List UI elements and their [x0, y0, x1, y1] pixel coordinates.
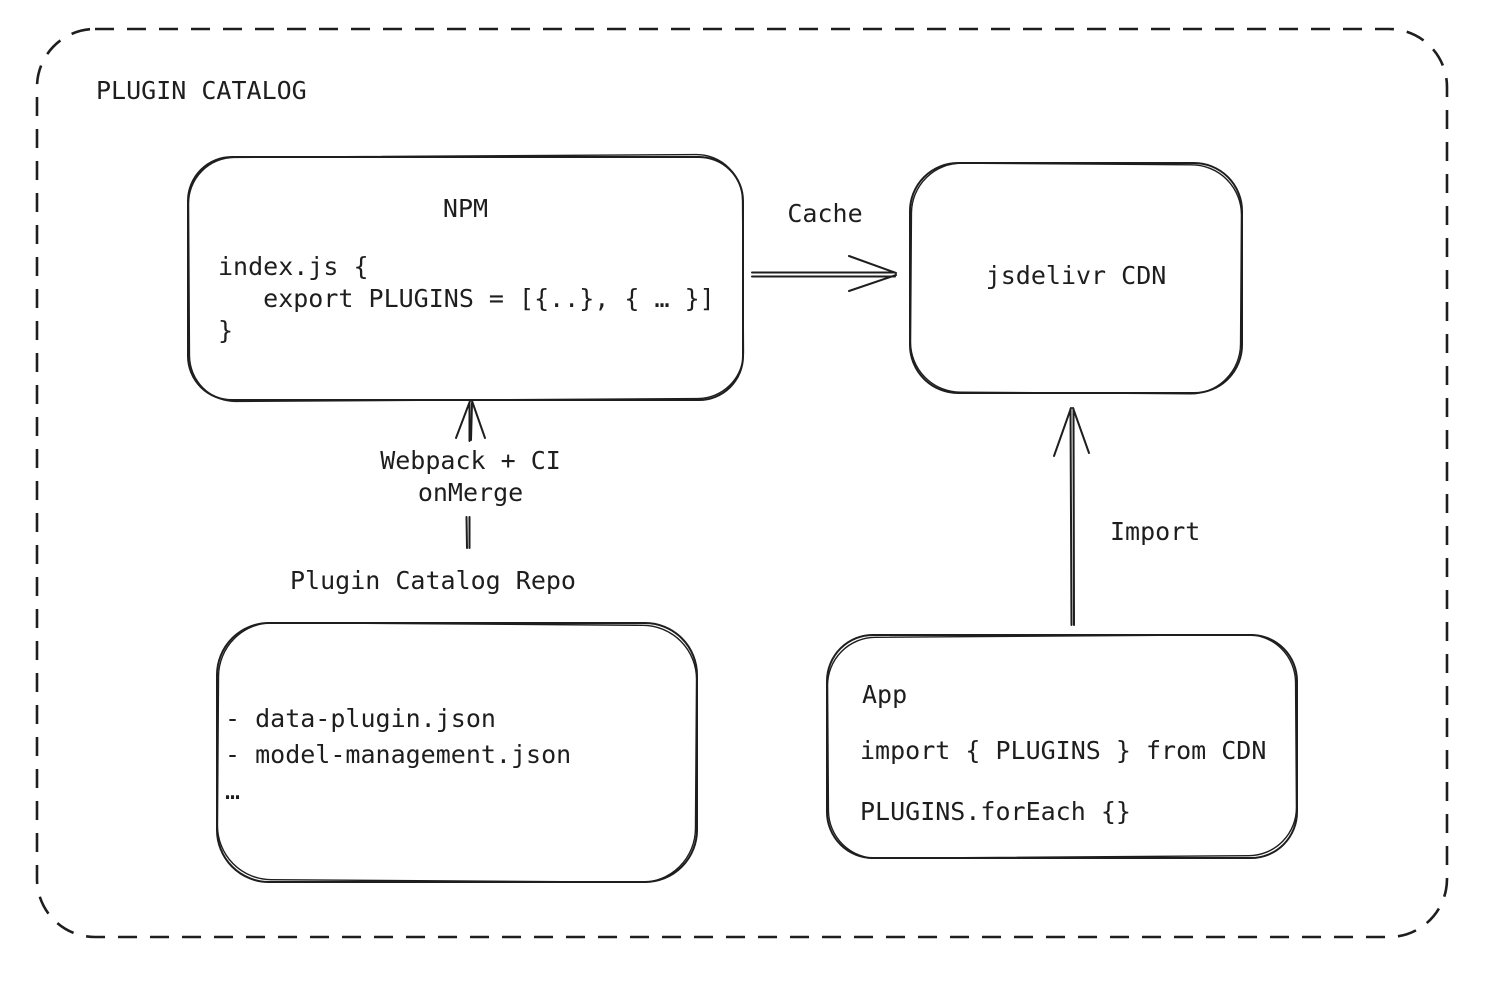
cdn-box [909, 162, 1243, 395]
diagram-title: PLUGIN CATALOG [96, 76, 307, 105]
app-box-import-line: import { PLUGINS } from CDN [860, 736, 1267, 765]
repo-box-files: - data-plugin.json - model-management.js… [225, 704, 572, 805]
repo-box [216, 622, 698, 883]
import-arrow-label: Import [1110, 517, 1201, 546]
npm-box-title: NPM [442, 194, 489, 223]
catalog-boundary-box [35, 27, 1449, 939]
repo-box-title: Plugin Catalog Repo [290, 566, 576, 595]
build-arrow [455, 400, 486, 549]
app-box-title: App [862, 680, 908, 709]
import-arrow [1053, 407, 1090, 626]
cache-arrow [751, 255, 897, 292]
cache-arrow-label: Cache [787, 199, 863, 228]
app-box-foreach-line: PLUGINS.forEach {} [860, 797, 1131, 826]
build-arrow-label: Webpack + CI onMerge [380, 446, 561, 507]
npm-box-code: index.js { export PLUGINS = [{..}, { … }… [218, 252, 715, 345]
cdn-box-title: jsdelivr CDN [985, 261, 1167, 290]
app-box [826, 634, 1298, 859]
npm-box [187, 153, 745, 403]
